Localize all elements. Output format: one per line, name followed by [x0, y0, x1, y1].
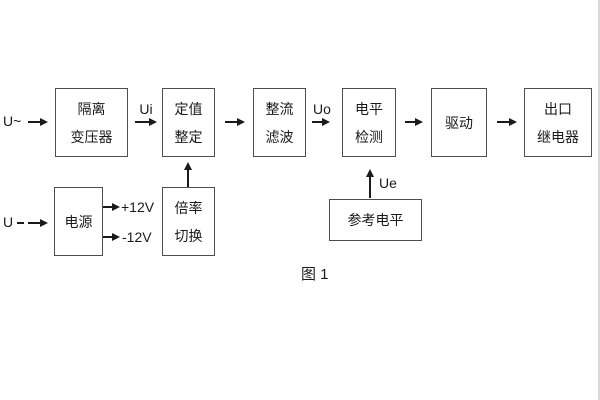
block-ratio-switch-line1: 倍率: [174, 199, 203, 216]
figure-caption: 图 1: [301, 266, 329, 283]
rail-minus12v-label: -12V: [122, 229, 152, 245]
arrow-driver-to-relay: [497, 118, 517, 125]
block-isolation-transformer-line1: 隔离: [77, 100, 106, 117]
rail-plus12v-label: +12V: [121, 199, 155, 215]
arrow-setting-to-rectify: [225, 118, 245, 125]
arrow-minus12v: [103, 233, 120, 240]
block-isolation-transformer-line2: 变压器: [70, 128, 113, 145]
ac-input-label: U~: [3, 113, 22, 129]
block-ratio-switch: 倍率 切换: [162, 187, 215, 256]
block-rectify-filter: 整流 滤波: [253, 88, 306, 157]
block-power-supply: 电源: [54, 187, 103, 256]
block-reference-level-line1: 参考电平: [347, 212, 404, 228]
block-reference-level: 参考电平: [329, 199, 422, 241]
signal-ue-label: Ue: [379, 175, 397, 191]
block-power-supply-line1: 电源: [64, 213, 93, 230]
signal-uo-label: Uo: [313, 101, 331, 117]
block-output-relay-line2: 继电器: [537, 128, 579, 145]
block-isolation-transformer: 隔离 变压器: [55, 88, 128, 157]
block-output-relay-line1: 出口: [544, 100, 572, 117]
block-level-detect-line1: 电平: [355, 100, 383, 117]
arrow-ue: [366, 169, 373, 198]
dc-input-dash: [17, 222, 24, 224]
page-edge-line: [598, 0, 600, 400]
signal-ui-label: Ui: [139, 101, 153, 117]
block-value-setting-line2: 整定: [174, 128, 203, 145]
block-value-setting-line1: 定值: [174, 100, 203, 117]
arrow-plus12v: [103, 203, 120, 210]
arrow-ac-input: [28, 118, 48, 125]
arrow-dc-input: [28, 219, 48, 226]
block-value-setting: 定值 整定: [162, 88, 215, 157]
block-ratio-switch-line2: 切换: [174, 227, 203, 244]
arrow-ui: [135, 118, 157, 125]
block-level-detect: 电平 检测: [342, 88, 396, 157]
arrow-uo: [312, 118, 330, 125]
arrow-ratio-to-setting: [184, 162, 191, 187]
block-level-detect-line2: 检测: [355, 128, 383, 145]
block-driver-line1: 驱动: [445, 114, 473, 131]
block-rectify-filter-line1: 整流: [265, 100, 294, 117]
arrow-detect-to-driver: [405, 118, 423, 125]
dc-input-label: U: [3, 214, 14, 230]
block-driver: 驱动: [431, 88, 487, 157]
block-output-relay: 出口 继电器: [524, 88, 592, 157]
block-rectify-filter-line2: 滤波: [265, 128, 294, 145]
